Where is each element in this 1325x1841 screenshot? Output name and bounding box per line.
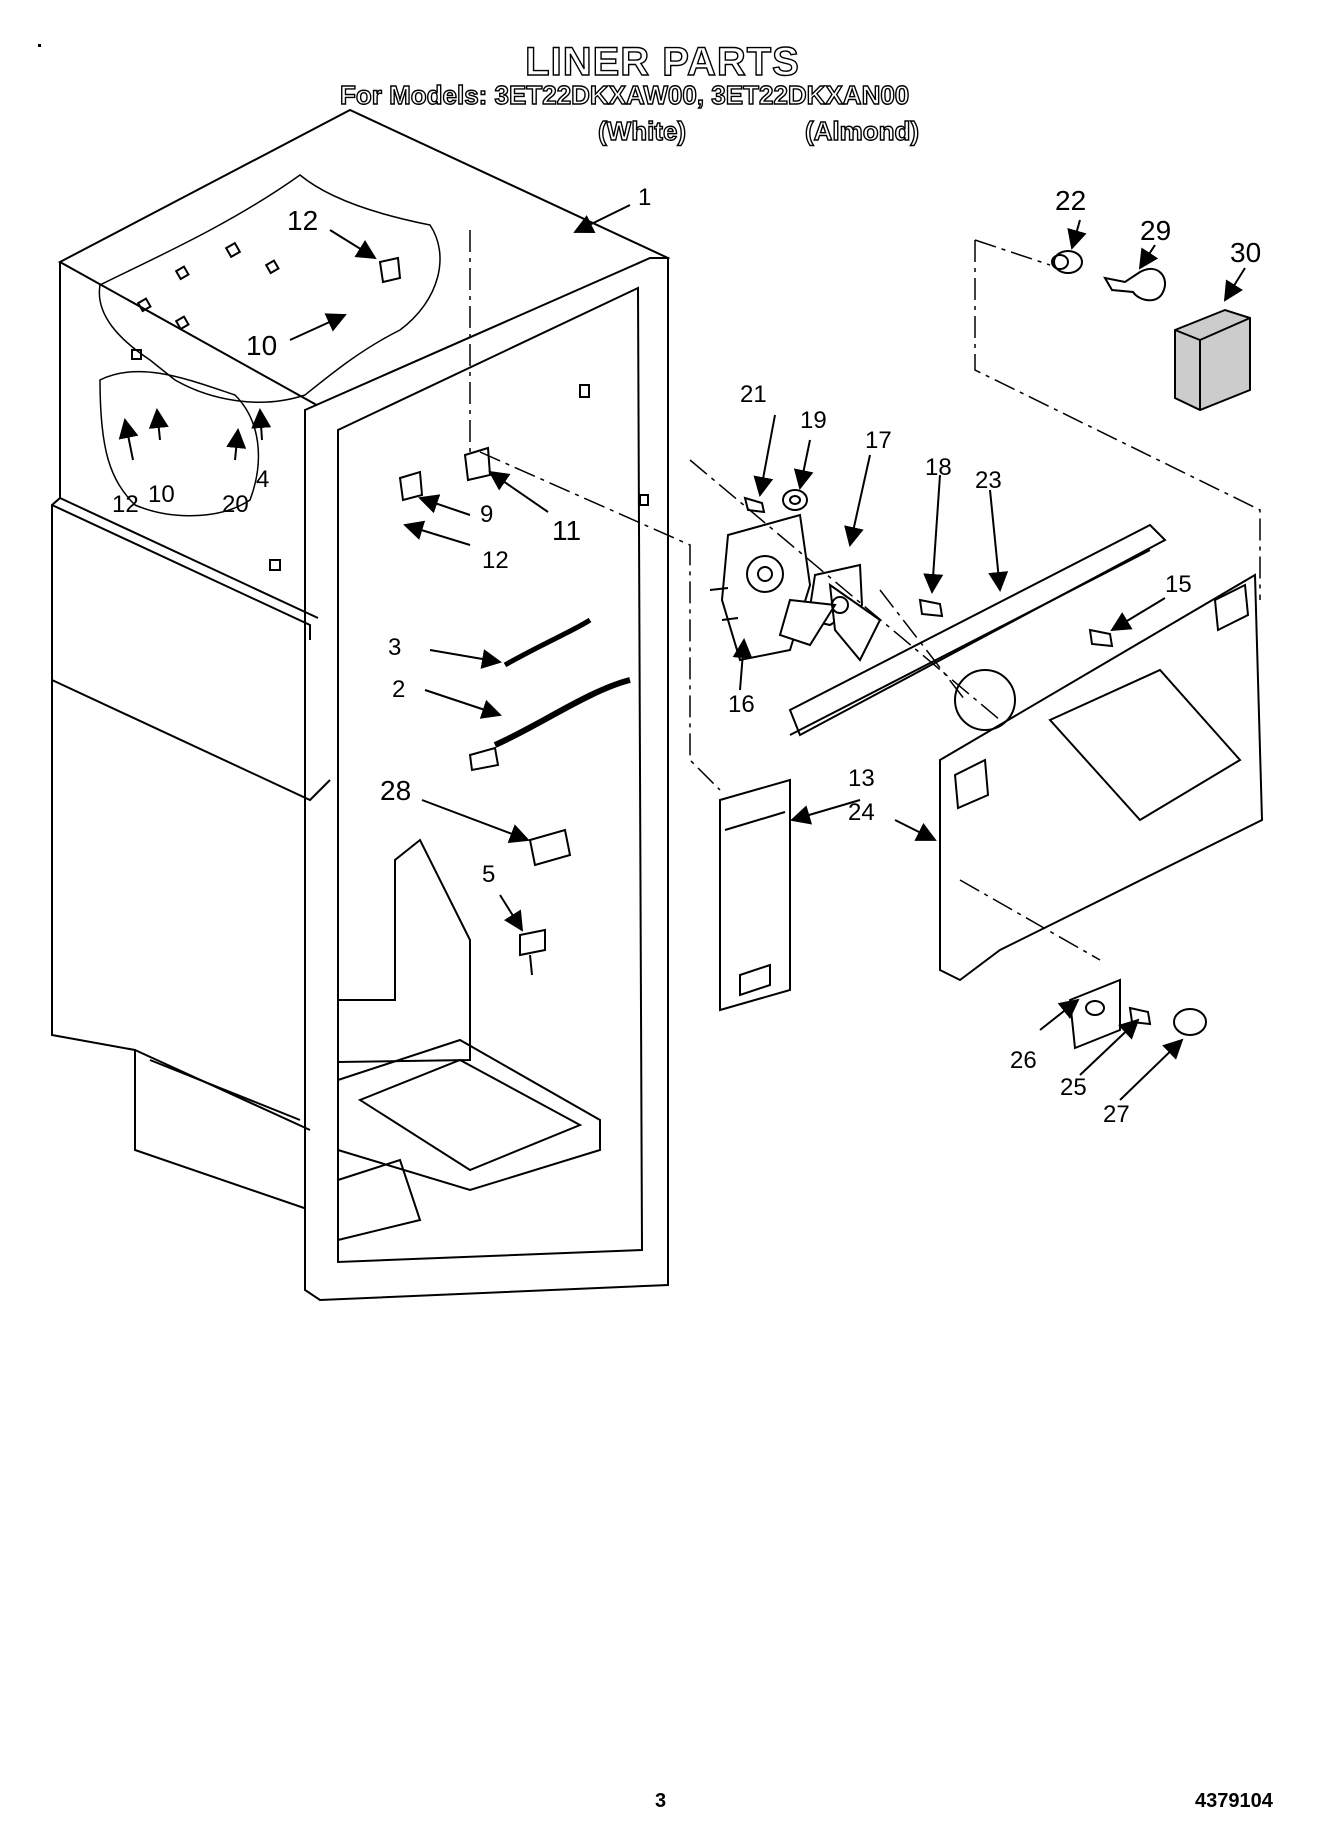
document-number: 4379104 [1195, 1790, 1273, 1812]
callout-12-left: 12 [112, 491, 139, 518]
callout-19: 19 [800, 407, 827, 434]
damper-plate [1068, 978, 1121, 1050]
callout-3: 3 [388, 634, 401, 661]
callout-30: 30 [1230, 237, 1261, 268]
screw-21 [743, 496, 766, 514]
callout-16: 16 [728, 691, 755, 718]
screw-15 [1088, 628, 1114, 648]
fan-blade [778, 563, 882, 662]
callout-23: 23 [975, 467, 1002, 494]
control-knob [1173, 1008, 1207, 1036]
liner-cabinet [51, 108, 671, 1302]
page-number: 3 [655, 1790, 667, 1812]
callout-21: 21 [740, 381, 767, 408]
light-shield [1174, 308, 1251, 412]
callout-25: 25 [1060, 1074, 1087, 1101]
color-almond-label: (Almond) [804, 115, 920, 146]
callout-2: 2 [392, 676, 405, 703]
models-line: For Models: 3ET22DKXAW00, 3ET22DKXAN00 [339, 79, 910, 110]
callout-27: 27 [1103, 1101, 1130, 1128]
drain-tube [503, 617, 592, 668]
callout-26: 26 [1010, 1047, 1037, 1074]
screw-25 [1128, 1006, 1152, 1026]
callout-10-lower: 10 [148, 481, 175, 508]
callout-22: 22 [1055, 185, 1086, 216]
callout-13: 13 [848, 765, 875, 792]
callout-11: 11 [552, 515, 581, 546]
evaporator-cover [939, 573, 1264, 982]
callout-9: 9 [480, 501, 493, 528]
assembly-lines [469, 230, 1261, 961]
callout-18: 18 [925, 454, 952, 481]
color-white-label: (White) [597, 115, 687, 146]
callout-15: 15 [1165, 571, 1192, 598]
corner-mark [38, 44, 41, 47]
callout-17: 17 [865, 427, 892, 454]
screw-18 [918, 598, 944, 618]
callout-1: 1 [638, 184, 651, 211]
grommet [782, 489, 808, 511]
wire-harness [468, 677, 631, 772]
callout-10-upper: 10 [246, 330, 277, 361]
callout-5: 5 [482, 861, 495, 888]
callout-12-mid: 12 [482, 547, 509, 574]
clip-9 [398, 470, 424, 502]
callout-28: 28 [380, 775, 411, 806]
bulb-socket [1051, 250, 1083, 274]
thermistor [528, 828, 572, 867]
callout-29: 29 [1140, 215, 1171, 246]
component-shapes [378, 250, 1264, 1050]
callout-labels: 1 12 10 12 10 20 4 9 11 12 3 2 28 5 21 1… [112, 184, 1261, 1128]
page-title: LINER PARTS [524, 39, 800, 84]
callout-12-top: 12 [287, 205, 318, 236]
callout-20: 20 [222, 491, 249, 518]
divider-panel [719, 778, 791, 1012]
leader-lines [118, 204, 1246, 1101]
callout-24: 24 [848, 799, 875, 826]
light-bulb [1103, 267, 1166, 302]
callout-4: 4 [256, 466, 269, 493]
push-pin [519, 928, 546, 976]
clip-12-upper [378, 256, 402, 284]
air-grille [788, 523, 1167, 737]
